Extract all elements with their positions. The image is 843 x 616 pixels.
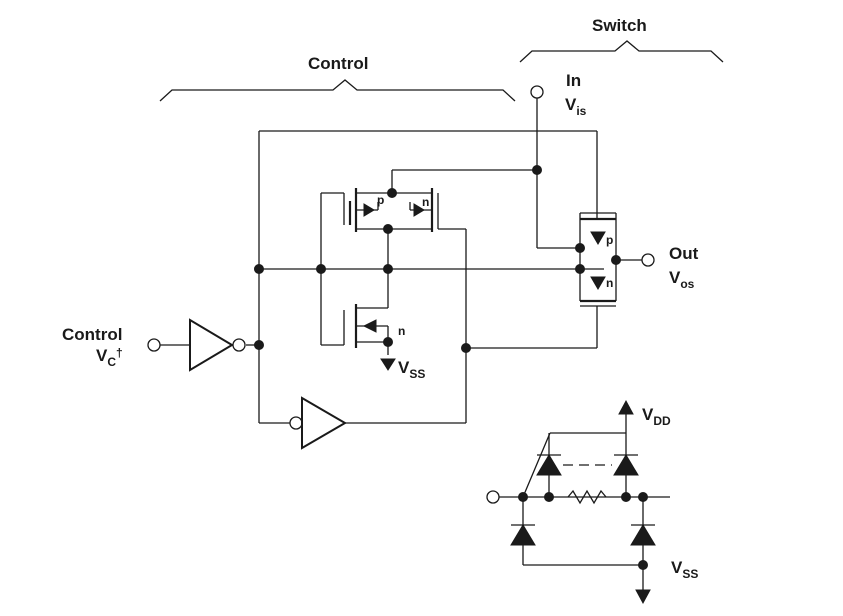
vdd-arrow [618,399,634,415]
vos-label: Vos [669,268,695,291]
control-mosfet-pair: p n [343,170,466,308]
resistor [567,489,607,505]
lower-nmos: n VSS [343,304,425,381]
control-section-label: Control [308,54,368,73]
in-terminal [530,85,544,99]
vc-label: VC† [96,346,123,369]
control-inverter [189,318,246,372]
switch-section-label: Switch [592,16,647,35]
input-protection: VDD VSS [486,399,698,605]
in-label: In [566,71,581,90]
vdd-label: VDD [642,405,671,428]
vss-bottom-arrow [635,589,651,605]
p-channel-label: p [377,193,384,207]
out-terminal [641,253,655,267]
control-brace [159,79,516,102]
out-label: Out [669,244,699,263]
switch-n-label: n [606,276,613,290]
junction-dots [254,165,621,353]
protection-terminal [486,490,500,504]
control-input-label: Control [62,325,122,344]
control-input-terminal [147,338,161,352]
switch-transmission-gate: p n [579,212,617,307]
vss-bottom-label: VSS [671,558,698,581]
vss-ground-arrow [380,358,396,371]
vis-label: Vis [565,95,587,118]
switch-brace [519,40,724,63]
vss-label: VSS [398,358,425,381]
n-channel-label: n [422,195,429,209]
second-inverter [289,396,347,450]
n-lower-label: n [398,324,405,338]
switch-p-label: p [606,233,613,247]
